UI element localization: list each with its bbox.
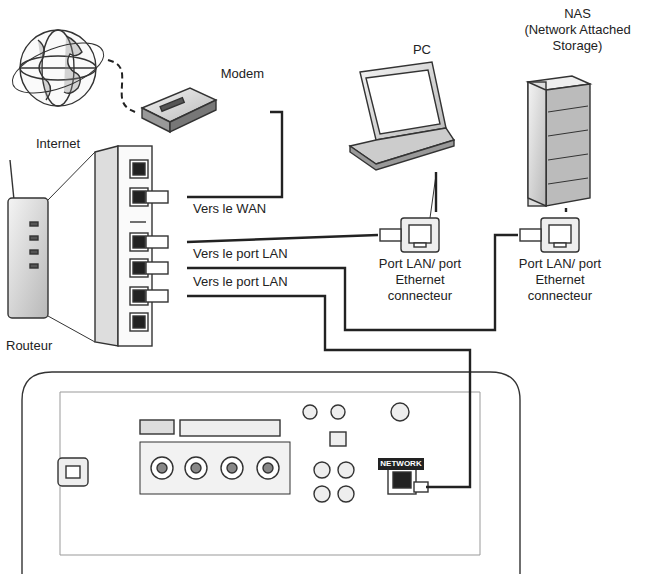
laptop-icon bbox=[350, 62, 454, 170]
cable bbox=[187, 112, 282, 197]
cable bbox=[187, 235, 518, 330]
device-node: NAS(Network Attached Storage) bbox=[505, 4, 650, 208]
device-label: Modem bbox=[135, 66, 264, 82]
nas-icon bbox=[528, 76, 590, 206]
device-label: (Network Attached Storage) bbox=[505, 22, 650, 54]
cable bbox=[187, 235, 378, 242]
device-node: NETWORK bbox=[376, 450, 426, 502]
cable-label: Vers le WAN bbox=[191, 201, 268, 216]
cable bbox=[108, 60, 135, 112]
device-label: PC bbox=[345, 42, 431, 58]
lan-port-icon bbox=[380, 175, 579, 252]
cable bbox=[435, 172, 437, 212]
device-node: Internet bbox=[8, 8, 108, 158]
port-label: NETWORK bbox=[378, 458, 423, 470]
modem-icon bbox=[142, 88, 216, 132]
device-node: Modem bbox=[135, 62, 270, 134]
router-icon bbox=[8, 152, 95, 342]
device-label: Port LAN/ port Ethernet connecteur bbox=[518, 256, 602, 304]
cable bbox=[565, 208, 567, 212]
cable bbox=[187, 296, 470, 487]
device-label: Port LAN/ port Ethernet connecteur bbox=[378, 256, 462, 304]
device-label: Routeur bbox=[6, 338, 187, 354]
cable-label: Vers le port LAN bbox=[191, 246, 290, 261]
receiver-rear-panel bbox=[22, 372, 520, 574]
device-node: Port LAN/ port Ethernet connecteur bbox=[378, 212, 462, 312]
device-node: PC bbox=[345, 38, 457, 172]
device-label: NAS bbox=[505, 6, 650, 22]
device-label: Internet bbox=[8, 136, 108, 152]
cable-label: Vers le port LAN bbox=[191, 274, 290, 289]
device-node: Routeur bbox=[2, 146, 187, 360]
device-node: Port LAN/ port Ethernet connecteur bbox=[518, 212, 602, 312]
router-panel bbox=[95, 146, 168, 346]
globe-icon bbox=[6, 30, 110, 106]
